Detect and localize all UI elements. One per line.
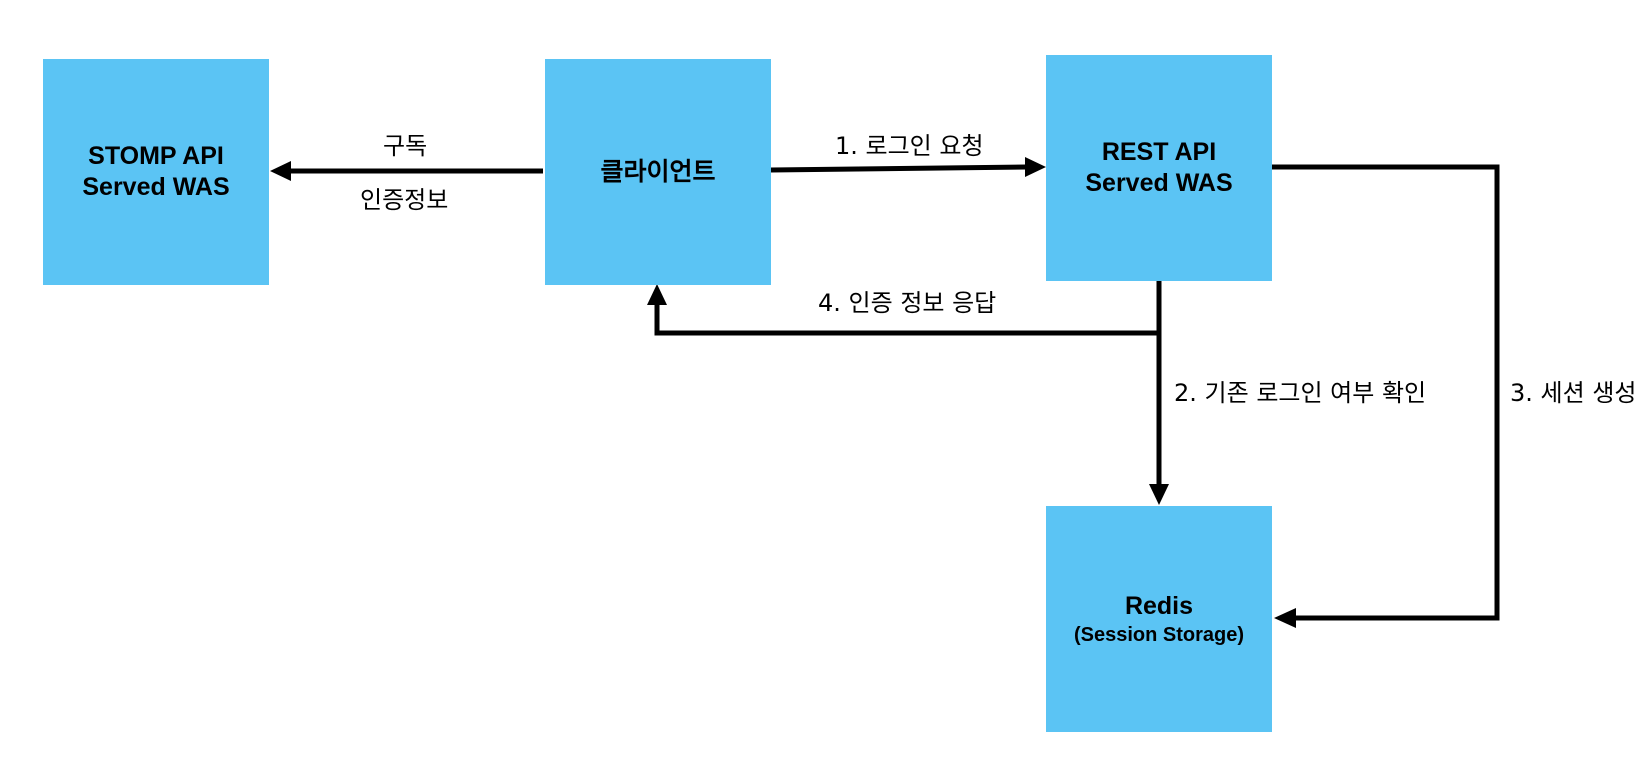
edge-auth-response-line bbox=[654, 304, 1159, 336]
redis-node: Redis (Session Storage) bbox=[1046, 506, 1272, 732]
edge-auth-response-label: 4. 인증 정보 응답 bbox=[818, 289, 997, 317]
edge-login-request bbox=[770, 157, 1046, 177]
edge-check-login-arrowhead bbox=[1149, 484, 1169, 505]
rest-api-title: REST API bbox=[1101, 138, 1217, 166]
rest-api-subtitle: Served WAS bbox=[1085, 169, 1233, 197]
stomp-api-node: STOMP API Served WAS bbox=[43, 59, 269, 285]
edge-subscribe-arrowhead bbox=[270, 161, 291, 181]
edge-create-session-line bbox=[1270, 164, 1500, 621]
edge-create-session bbox=[1270, 164, 1500, 628]
edge-login-request-label: 1. 로그인 요청 bbox=[835, 132, 984, 160]
edge-check-login bbox=[1149, 281, 1169, 505]
edge-check-login-label: 2. 기존 로그인 여부 확인 bbox=[1174, 379, 1427, 407]
edge-create-session-arrowhead bbox=[1274, 608, 1296, 628]
edge-auth-info-label: 인증정보 bbox=[360, 186, 449, 214]
redis-title: Redis bbox=[1124, 591, 1194, 620]
edge-create-session-label: 3. 세션 생성 bbox=[1510, 379, 1637, 407]
edge-auth-response bbox=[647, 284, 1159, 336]
client-node: 클라이언트 bbox=[545, 59, 771, 285]
edge-subscribe bbox=[270, 161, 543, 181]
rest-api-node: REST API Served WAS bbox=[1046, 55, 1272, 281]
stomp-api-subtitle: Served WAS bbox=[82, 173, 230, 201]
edge-auth-response-arrowhead bbox=[647, 284, 667, 305]
client-title: 클라이언트 bbox=[600, 157, 716, 186]
edge-login-request-arrowhead bbox=[1025, 157, 1046, 177]
redis-subtitle: (Session Storage) bbox=[1073, 623, 1245, 646]
stomp-api-title: STOMP API bbox=[88, 142, 224, 170]
edge-login-request-line bbox=[770, 164, 1027, 173]
edge-subscribe-label: 구독 bbox=[383, 132, 428, 160]
